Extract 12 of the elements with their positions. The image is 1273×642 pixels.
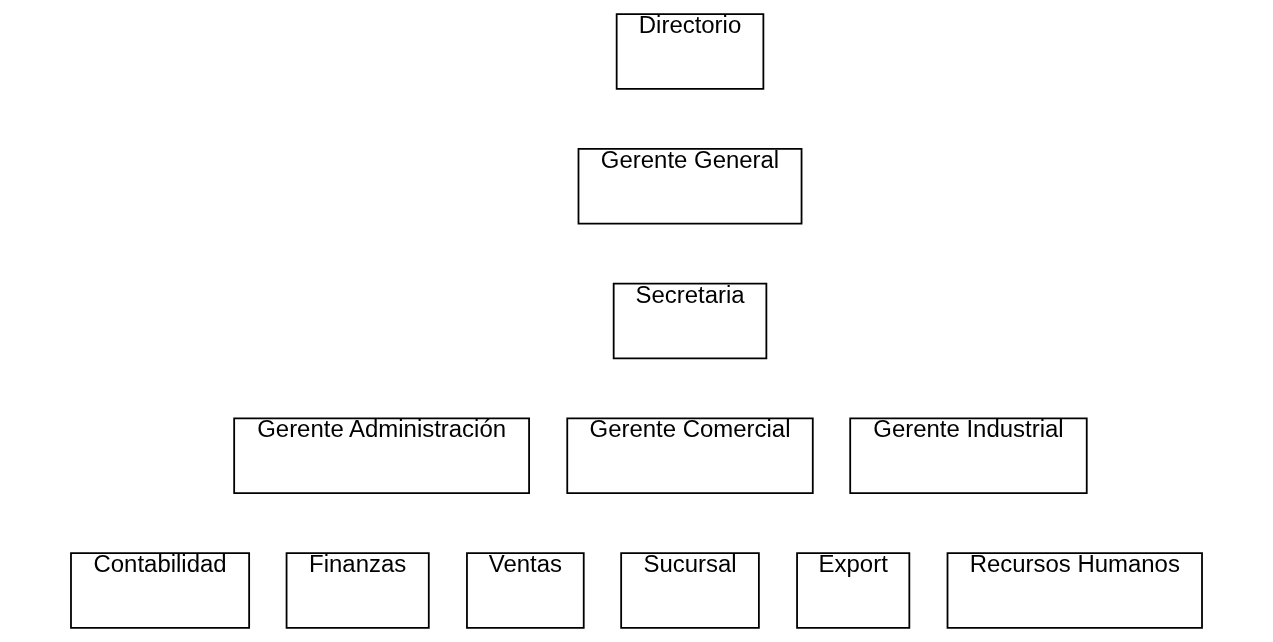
node-box: Gerente Administración — [233, 417, 530, 495]
node-box: Ventas — [466, 552, 585, 629]
node-box: Secretaria — [612, 282, 768, 360]
node-box: Gerente General — [577, 147, 803, 225]
node-box: Sucursal — [620, 552, 760, 629]
node-box: Finanzas — [285, 552, 430, 629]
node-box: Directorio — [615, 13, 765, 90]
node-box: Export — [796, 552, 911, 629]
node-box: Gerente Industrial — [849, 417, 1088, 495]
node-box: Contabilidad — [70, 552, 251, 629]
node-box: Gerente Comercial — [566, 417, 814, 495]
node-box: Recursos Humanos — [946, 552, 1203, 629]
